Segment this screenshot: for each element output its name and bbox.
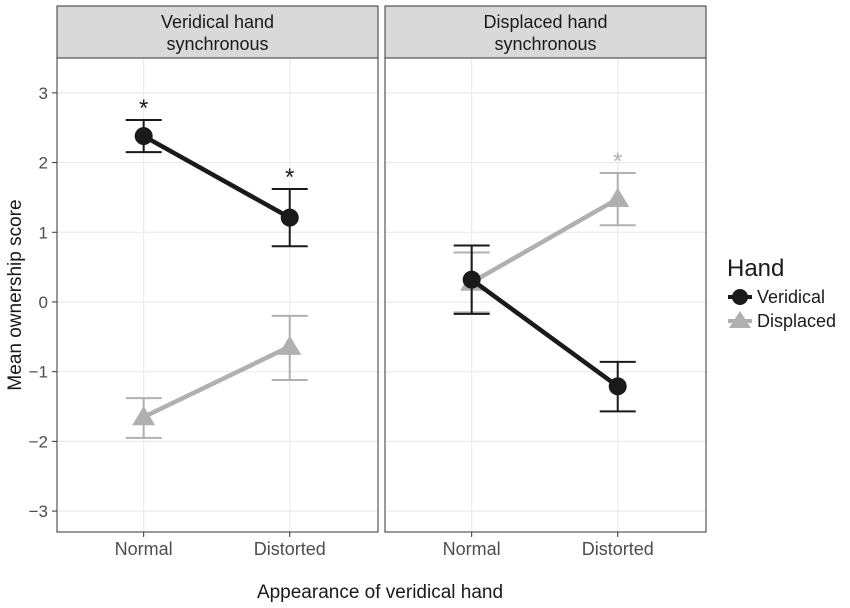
panel-strip-1 xyxy=(56,5,379,59)
series-line-displaced-panel-2 xyxy=(469,196,620,285)
legend-label-veridical: Veridical xyxy=(757,287,825,307)
panel-title-2-line-1: Displaced hand xyxy=(483,12,607,32)
panel-title-1-line-1: Veridical hand xyxy=(161,12,274,32)
y-tick-label-6: −3 xyxy=(29,502,48,521)
legend-item-veridical: Veridical xyxy=(728,287,825,307)
point-displaced-normal-panel-1 xyxy=(132,405,156,426)
point-displaced-distorted-panel-2 xyxy=(606,187,630,208)
y-axis-title: Mean ownership score xyxy=(5,199,26,390)
legend-title: Hand xyxy=(727,255,784,282)
x-tick-label-1-normal: Normal xyxy=(115,539,173,559)
panel-title-2-line-2: synchronous xyxy=(494,34,596,54)
y-tick-label-3: 0 xyxy=(39,293,48,312)
series-line-displaced-panel-1 xyxy=(141,344,292,420)
legend-label-displaced: Displaced xyxy=(757,311,836,331)
legend-triangle-marker xyxy=(729,311,751,328)
panel-background-2 xyxy=(385,58,706,532)
panel-title-1-line-2: synchronous xyxy=(166,34,268,54)
y-tick-label-2: 1 xyxy=(39,223,48,242)
panel-border-2 xyxy=(384,57,707,533)
x-tick-label-2-distorted: Distorted xyxy=(582,539,654,559)
point-displaced-distorted-panel-1 xyxy=(278,335,302,355)
series-line-veridical-panel-2 xyxy=(469,277,620,389)
legend-circle-marker xyxy=(732,289,748,305)
point-veridical-normal-panel-2 xyxy=(462,270,481,289)
series-line-veridical-panel-1 xyxy=(141,133,292,220)
point-veridical-distorted-panel-2 xyxy=(608,377,627,396)
panel-strip-2 xyxy=(384,5,707,59)
significance-veridical-distorted-panel-1: * xyxy=(285,164,294,191)
y-tick-label-5: −2 xyxy=(29,432,48,451)
y-tick-label-1: 2 xyxy=(39,154,48,173)
x-tick-label-1-distorted: Distorted xyxy=(254,539,326,559)
legend-item-displaced: Displaced xyxy=(728,311,836,331)
x-tick-label-2-normal: Normal xyxy=(443,539,501,559)
point-veridical-normal-panel-1 xyxy=(134,127,153,146)
significance-displaced-distorted-panel-2: * xyxy=(613,148,622,175)
y-tick-label-0: 3 xyxy=(39,84,48,103)
x-axis-title: Appearance of veridical hand xyxy=(257,582,503,603)
point-veridical-distorted-panel-1 xyxy=(280,208,299,227)
panel-background-1 xyxy=(57,58,378,532)
panel-border-1 xyxy=(56,57,379,533)
y-tick-label-4: −1 xyxy=(29,363,48,382)
significance-veridical-normal-panel-1: * xyxy=(139,95,148,122)
